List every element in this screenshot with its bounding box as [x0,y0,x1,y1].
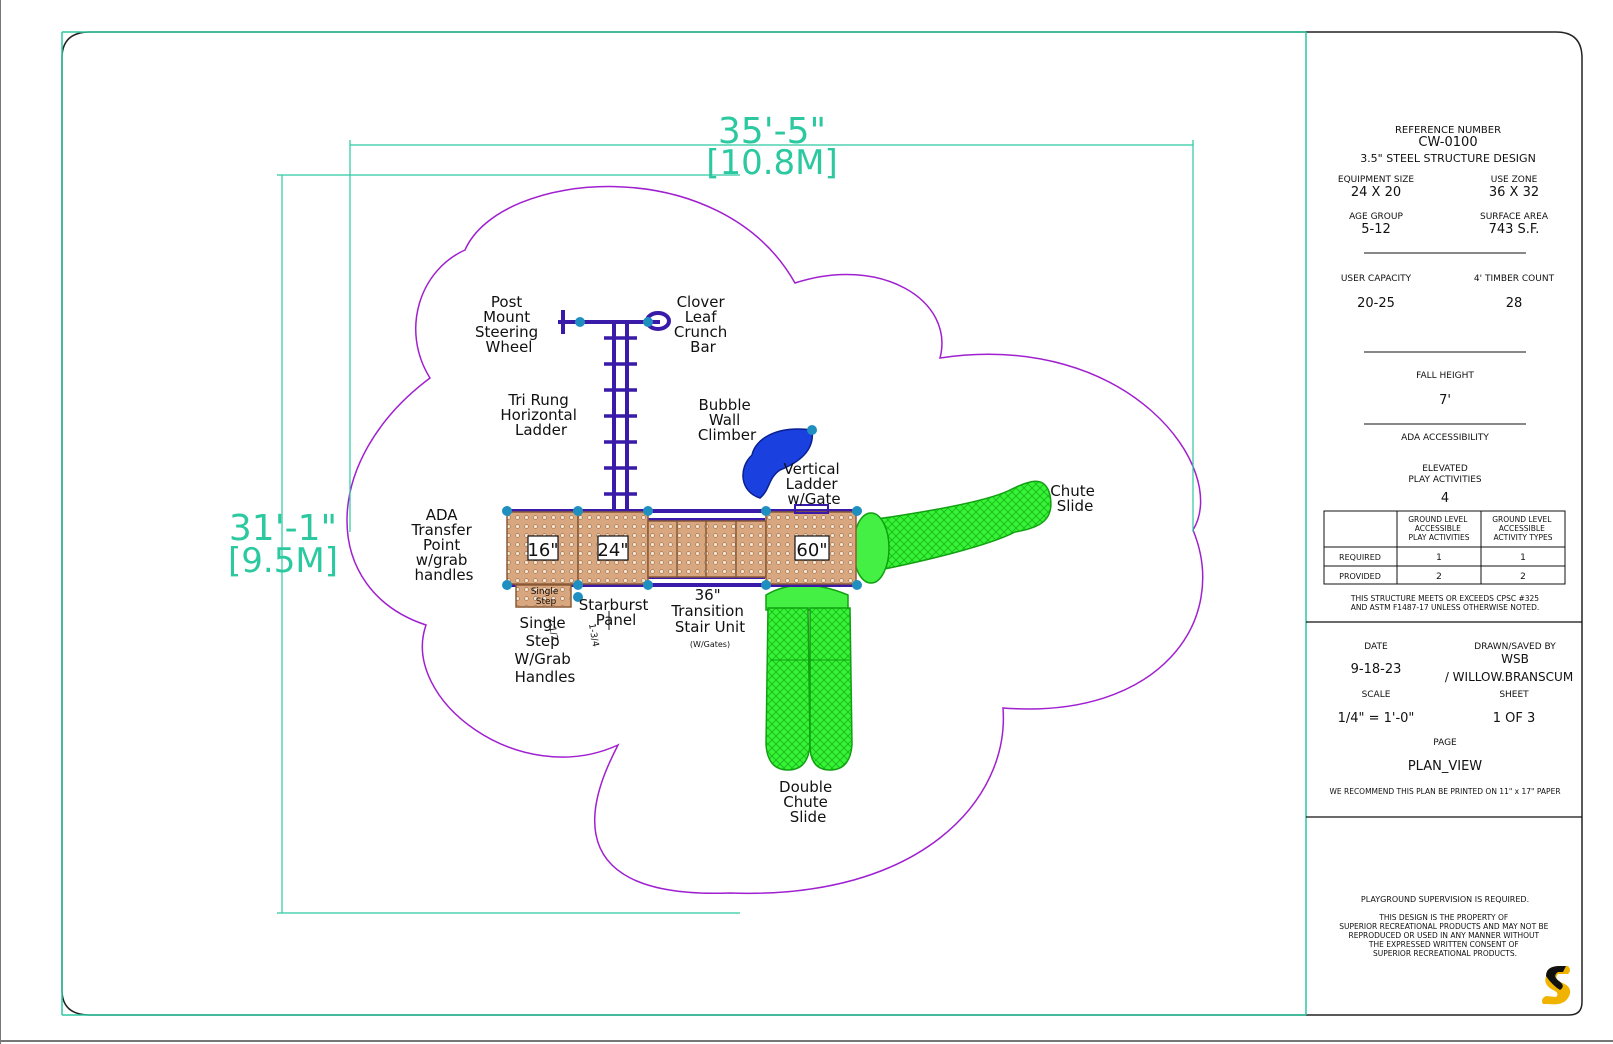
elevated-label-2: PLAY ACTIVITIES [1408,475,1482,485]
company-logo-icon [1542,966,1571,1005]
timber-label: 4' TIMBER COUNT [1474,274,1555,284]
tag-60-box [794,535,830,561]
row-required-b: 1 [1520,553,1526,563]
posts [502,317,862,602]
surface-value: 743 S.F. [1489,222,1540,237]
recommend-note: WE RECOMMEND THIS PLAN BE PRINTED ON 11"… [1329,787,1560,796]
sheet-value: 1 OF 3 [1493,711,1536,726]
fall-value: 7' [1439,393,1451,408]
elevated-value: 4 [1441,491,1449,506]
meets-line-1: THIS STRUCTURE MEETS OR EXCEEDS CPSC #32… [1350,594,1539,603]
fall-label: FALL HEIGHT [1416,371,1474,381]
label-steering-wheel: Post Mount Steering Wheel [475,293,543,356]
label-single-step: Single Step W/Grab Handles [514,614,575,686]
label-single-step-box: Single Step [531,587,562,607]
design-type: 3.5" STEEL STRUCTURE DESIGN [1360,152,1536,165]
label-transition-gates: (W/Gates) [690,640,730,649]
age-value: 5-12 [1361,222,1391,237]
label-ada-transfer: ADA Transfer Point w/grab handles [410,506,476,584]
chute-slide-hood [852,512,890,584]
row-provided-label: PROVIDED [1339,572,1381,581]
equip-value: 24 X 20 [1351,185,1401,200]
ref-label: REFERENCE NUMBER [1395,125,1501,136]
row-required-label: REQUIRED [1339,553,1381,562]
height-dim-ft: 31'-1" [229,508,337,549]
width-dimension [349,140,1194,532]
table-col1-header: GROUND LEVEL ACCESSIBLE PLAY ACTIVITIES [1408,515,1470,542]
row-provided-b: 2 [1520,572,1526,582]
single-step [515,584,572,608]
property-note: THIS DESIGN IS THE PROPERTY OF SUPERIOR … [1339,913,1551,958]
capacity-value: 20-25 [1357,296,1395,311]
tag-24-box [597,535,629,561]
drawn-value-1: WSB [1501,652,1529,666]
ref-value: CW-0100 [1418,135,1477,150]
table-col2-header: GROUND LEVEL ACCESSIBLE ACTIVITY TYPES [1492,515,1554,542]
width-dim-ft: 35'-5" [718,111,826,152]
supervision-note: PLAYGROUND SUPERVISION IS REQUIRED. [1361,895,1529,904]
label-vertical-ladder: Vertical Ladder w/Gate [784,460,845,508]
label-chute-slide: Chute Slide [1050,482,1099,515]
drawing-frame [61,31,1583,1016]
date-label: DATE [1364,642,1388,652]
deck-16-label: 16" [527,540,558,561]
label-double-chute: Double Chute Slide [779,778,837,826]
horizontal-ladder-rungs [604,336,637,496]
step-dim-1: 2-1/2 [545,617,559,642]
scale-label: SCALE [1362,690,1391,700]
surface-label: SURFACE AREA [1480,212,1549,222]
height-dim-m: [9.5M] [228,541,338,581]
stair-treads [676,521,737,577]
drawing-frame-inner [61,31,1306,1016]
row-required-a: 1 [1436,553,1442,563]
title-block: REFERENCE NUMBER CW-0100 3.5" STEEL STRU… [1306,125,1582,1005]
label-starburst-panel: Starburst Panel [579,596,653,629]
tag-16-box [527,535,559,561]
meets-line-2: AND ASTM F1487-17 UNLESS OTHERWISE NOTED… [1351,603,1539,612]
drawn-label: DRAWN/SAVED BY [1474,642,1556,652]
deck-24-label: 24" [597,540,628,561]
bubble-wall-climber [742,428,814,499]
elevated-label-1: ELEVATED [1422,464,1468,474]
capacity-label: USER CAPACITY [1341,274,1412,284]
label-crunch-bar: Clover Leaf Crunch Bar [674,293,732,356]
ada-label: ADA ACCESSIBILITY [1401,433,1489,443]
page-value: PLAN_VIEW [1408,759,1482,774]
width-dim-m: [10.8M] [706,143,838,183]
deck-60-label: 60" [796,540,827,561]
use-zone-label: USE ZONE [1491,175,1538,185]
sheet-label: SHEET [1499,690,1529,700]
age-label: AGE GROUP [1349,212,1403,222]
drawn-value-2: / WILLOW.BRANSCUM [1445,670,1573,684]
page-label: PAGE [1433,738,1457,748]
date-value: 9-18-23 [1351,662,1402,677]
label-bubble-wall: Bubble Wall Climber [698,396,757,444]
label-tri-rung-ladder: Tri Rung Horizontal Ladder [500,391,581,439]
step-dim-2: 1-3/4 [586,623,600,648]
use-zone-outline [346,185,1204,895]
use-zone-value: 36 X 32 [1489,185,1539,200]
double-chute-slide [765,584,853,771]
chute-slide [869,480,1052,573]
height-dimension [277,174,740,914]
vertical-ladder-icon [794,504,829,514]
timber-value: 28 [1506,296,1523,311]
transition-stair-unit [647,520,767,578]
scale-value: 1/4" = 1'-0" [1338,711,1415,726]
equip-label: EQUIPMENT SIZE [1338,175,1415,185]
label-transition-stair: 36" Transition Stair Unit [670,586,748,636]
row-provided-a: 2 [1436,572,1442,582]
ada-table [1323,510,1566,585]
